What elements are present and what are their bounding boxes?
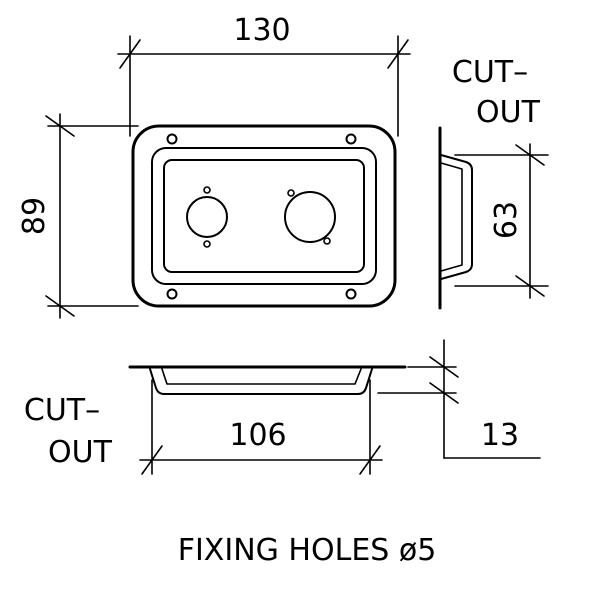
fixing-holes-note: FIXING HOLES ø5 — [178, 533, 437, 568]
dimension-cutout-width: 106 — [139, 379, 383, 475]
plate-outline — [131, 124, 397, 308]
cutout-label-right: CUT– OUT — [452, 55, 541, 130]
recess-inner — [163, 159, 365, 273]
fixing-hole-bottom-left — [166, 288, 178, 300]
cutout-width-label: 106 — [229, 418, 286, 453]
connector-hole-right — [284, 189, 336, 245]
recess-outer — [151, 147, 377, 285]
dimension-cutout-height: 63 — [454, 143, 549, 299]
fixing-hole-top-right — [345, 133, 357, 145]
width-label: 130 — [233, 13, 290, 48]
cutout-left-line2: OUT — [48, 435, 113, 470]
cutout-left-line1: CUT– — [24, 393, 100, 428]
dimension-height: 89 — [17, 113, 139, 319]
height-label: 89 — [17, 197, 52, 235]
connector-hole-left — [186, 186, 228, 248]
fixing-hole-bottom-right — [345, 288, 357, 300]
cutout-right-line1: CUT– — [452, 55, 528, 90]
cutout-height-label: 63 — [489, 201, 524, 239]
depth-label: 13 — [481, 418, 519, 453]
dimension-width: 130 — [117, 13, 411, 137]
cutout-right-line2: OUT — [476, 95, 541, 130]
dimension-depth: 13 — [377, 339, 541, 459]
front-view — [131, 124, 397, 308]
bottom-view — [128, 365, 407, 395]
fixing-hole-top-left — [166, 133, 178, 145]
cutout-label-left: CUT– OUT — [24, 393, 113, 470]
side-view — [438, 126, 473, 310]
